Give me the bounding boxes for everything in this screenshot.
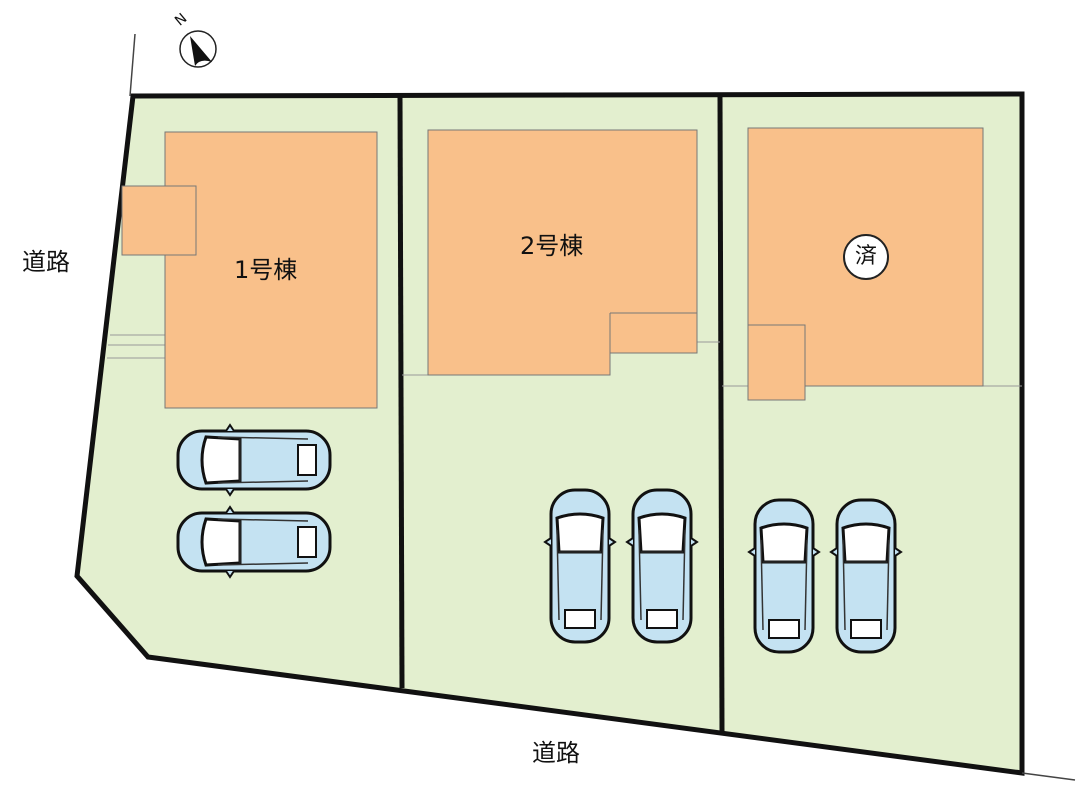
lot-divider-2-3 [717, 95, 725, 732]
car-parking-2a [543, 488, 617, 644]
building-2 [427, 129, 698, 376]
sold-badge: 済 [843, 234, 889, 280]
building-1-label: 1号棟 [234, 256, 298, 284]
road-line-north [129, 33, 136, 97]
car-parking-1b [176, 505, 332, 579]
car-parking-1a [176, 423, 332, 497]
car-parking-2b [625, 488, 699, 644]
road-label-west: 道路 [22, 248, 70, 276]
north-compass-icon [179, 30, 217, 68]
building-1 [121, 131, 378, 409]
car-parking-3a [747, 498, 821, 654]
building-2-label: 2号棟 [520, 232, 584, 260]
road-label-south: 道路 [532, 739, 580, 767]
lot-divider-1-2 [397, 96, 405, 689]
car-parking-3b [829, 498, 903, 654]
road-line-east [1021, 772, 1076, 781]
